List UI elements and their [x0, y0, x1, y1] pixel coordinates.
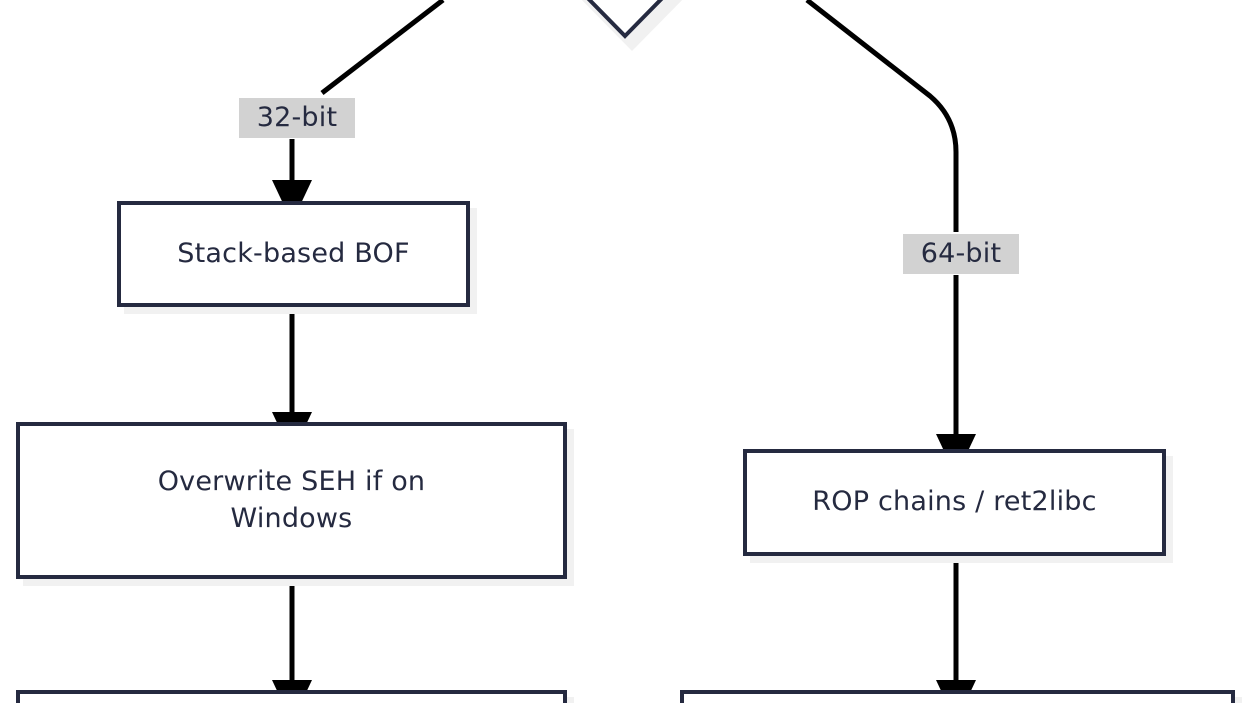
edge-label-64-bit: 64-bit — [903, 234, 1019, 274]
architecture-decision-diamond — [581, 0, 683, 51]
node-bottom-left-partial[interactable] — [16, 690, 567, 703]
node-stack-based-bof-label: Stack-based BOF — [177, 237, 410, 269]
node-overwrite-seh-if-on-windows[interactable]: Overwrite SEH if on Windows — [16, 422, 567, 579]
edge-decision-to-64bit — [805, 0, 959, 232]
node-stack-based-bof[interactable]: Stack-based BOF — [117, 201, 470, 307]
node-overwrite-seh-label: Overwrite SEH if on Windows — [157, 466, 426, 534]
node-bottom-right-partial[interactable] — [680, 690, 1235, 703]
node-rop-chains-label: ROP chains / ret2libc — [812, 486, 1097, 518]
edge-decision-to-32bit — [320, 0, 445, 95]
node-rop-chains-ret2libc[interactable]: ROP chains / ret2libc — [743, 449, 1166, 556]
edge-label-32-bit: 32-bit — [239, 98, 355, 138]
